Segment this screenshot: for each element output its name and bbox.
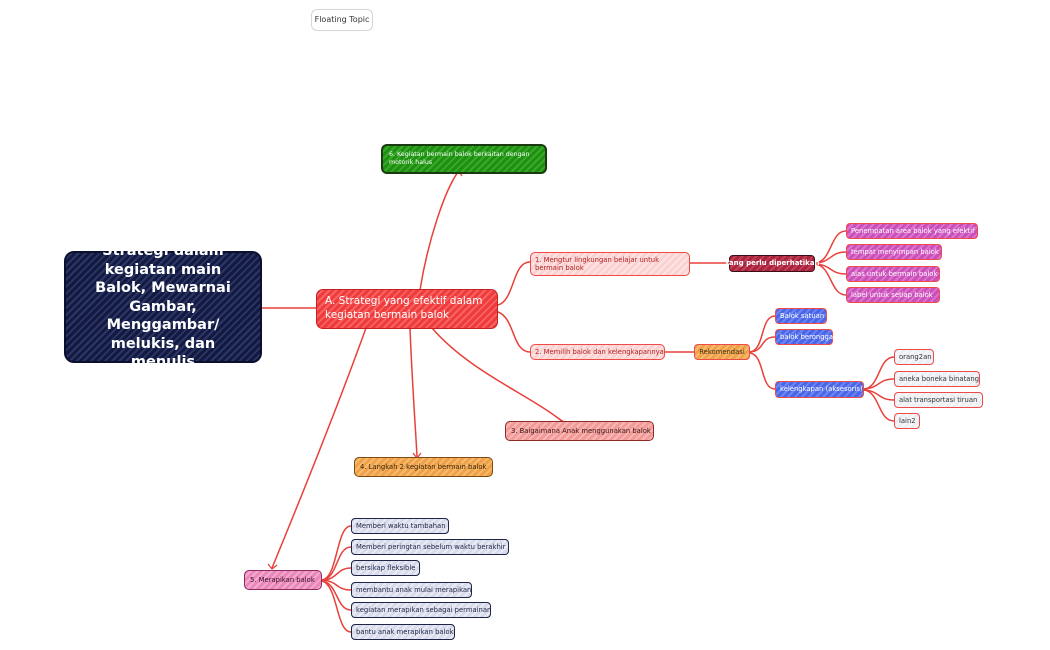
branch-5-item[interactable]: membantu anak mulai merapikan xyxy=(351,582,472,598)
branch-2-item-label: balok berongga xyxy=(780,332,834,341)
accessories-node[interactable]: kelengkapan (aksesoris) xyxy=(775,381,864,398)
link-main-2 xyxy=(497,311,531,353)
branch-5-item[interactable]: Memberi waktu tambahan xyxy=(351,518,449,534)
link-acc-item4 xyxy=(863,389,895,422)
branch-5-item[interactable]: bersikap fleksible xyxy=(351,560,420,576)
accessory-item-label: aneka boneka binatang xyxy=(899,374,980,383)
link-main-6 xyxy=(419,171,459,291)
link-hub2-item1 xyxy=(749,315,776,353)
branch-1-label: 1. Mengtur lingkungan belajar untuk berm… xyxy=(535,256,660,273)
floating-topic-label: Floating Topic xyxy=(314,15,370,24)
link-5-item3 xyxy=(321,567,352,581)
central-topic-label: Strategi dalam kegiatan main Balok, Mewa… xyxy=(95,243,231,371)
link-main-3 xyxy=(431,327,564,423)
link-hub2-item2 xyxy=(749,336,776,353)
accessory-item[interactable]: orang2an xyxy=(894,349,934,365)
branch-5-item-label: kegiatan merapikan sebagai permainan xyxy=(356,605,492,614)
main-branch[interactable]: A. Strategi yang efektif dalam kegiatan … xyxy=(316,289,498,329)
main-branch-label: A. Strategi yang efektif dalam kegiatan … xyxy=(325,295,483,321)
branch-1-item[interactable]: alas untuk bermain balok xyxy=(846,266,940,282)
branch-1-hub-label: Yang perlu diperhatikan xyxy=(724,259,820,268)
branch-5-item-label: Memberi peringtan sebelum waktu berakhir xyxy=(356,542,506,551)
link-5-item6 xyxy=(321,580,352,633)
branch-5-item-label: bantu anak merapikan balok xyxy=(356,627,454,636)
branch-1-hub[interactable]: Yang perlu diperhatikan xyxy=(724,255,820,272)
accessory-item-label: lain2 xyxy=(899,416,916,425)
branch-1-item[interactable]: Penempatan area balok yang efektif xyxy=(846,223,978,239)
branch-5-item[interactable]: kegiatan merapikan sebagai permainan xyxy=(351,602,491,618)
branch-5-item-label: membantu anak mulai merapikan xyxy=(356,585,472,594)
branch-1-item[interactable]: label untuk setiap balok xyxy=(846,287,940,303)
branch-1-item-label: label untuk setiap balok xyxy=(851,290,933,299)
link-main-4 xyxy=(409,327,418,457)
branch-2-item[interactable]: balok berongga xyxy=(775,329,833,345)
accessory-item[interactable]: lain2 xyxy=(894,413,920,429)
branch-1-item[interactable]: tempat menyimpan balok xyxy=(846,244,942,260)
accessory-item[interactable]: alat transportasi tiruan xyxy=(894,392,983,408)
branch-1[interactable]: 1. Mengtur lingkungan belajar untuk berm… xyxy=(530,252,690,276)
accessory-item[interactable]: aneka boneka binatang xyxy=(894,371,980,387)
link-main-1 xyxy=(497,261,531,306)
accessories-label: kelengkapan (aksesoris) xyxy=(780,385,863,394)
branch-5-item[interactable]: Memberi peringtan sebelum waktu berakhir xyxy=(351,539,509,555)
link-hub1-item2 xyxy=(814,251,847,264)
branch-3[interactable]: 3. Baigaimana Anak menggunakan balok xyxy=(505,421,654,441)
branch-2-hub[interactable]: Rekomendasi xyxy=(694,344,750,360)
branch-2-hub-label: Rekomendasi xyxy=(699,347,745,356)
link-hub2-acc xyxy=(749,352,776,390)
branch-5-item-label: bersikap fleksible xyxy=(356,563,416,572)
link-5-item2 xyxy=(321,546,352,581)
central-topic[interactable]: Strategi dalam kegiatan main Balok, Mewa… xyxy=(64,243,262,370)
branch-4-label: 4. Langkah 2 kegiatan bermain balok xyxy=(360,462,487,471)
branch-1-item-label: alas untuk bermain balok xyxy=(851,269,938,278)
branch-6[interactable]: 6. Kegiatan bermain balok berkaitan deng… xyxy=(381,144,547,174)
branch-5[interactable]: 5. Merapikan balok xyxy=(244,570,322,590)
branch-5-item[interactable]: bantu anak merapikan balok xyxy=(351,624,455,640)
branch-2-item[interactable]: Balok satuan xyxy=(775,308,827,324)
floating-topic[interactable]: Floating Topic xyxy=(311,9,373,31)
branch-2[interactable]: 2. Memilih balok dan kelengkapannya xyxy=(530,344,665,360)
link-5-item1 xyxy=(321,525,352,581)
branch-1-item-label: tempat menyimpan balok xyxy=(851,247,939,256)
branch-1-item-label: Penempatan area balok yang efektif xyxy=(851,226,975,235)
link-acc-item2 xyxy=(863,378,895,390)
branch-5-label: 5. Merapikan balok xyxy=(250,575,315,584)
accessory-item-label: alat transportasi tiruan xyxy=(899,395,978,404)
link-hub1-item4 xyxy=(814,263,847,296)
branch-4[interactable]: 4. Langkah 2 kegiatan bermain balok xyxy=(354,457,493,477)
branch-6-label: 6. Kegiatan bermain balok berkaitan deng… xyxy=(389,151,530,166)
branch-2-item-label: Balok satuan xyxy=(780,311,825,320)
arrow-5 xyxy=(267,563,278,570)
branch-5-item-label: Memberi waktu tambahan xyxy=(356,521,446,530)
link-main-5 xyxy=(271,327,367,569)
link-5-item4 xyxy=(321,579,352,591)
branch-3-label: 3. Baigaimana Anak menggunakan balok xyxy=(511,426,651,435)
accessory-item-label: orang2an xyxy=(899,352,932,361)
branch-2-label: 2. Memilih balok dan kelengkapannya xyxy=(535,347,664,356)
